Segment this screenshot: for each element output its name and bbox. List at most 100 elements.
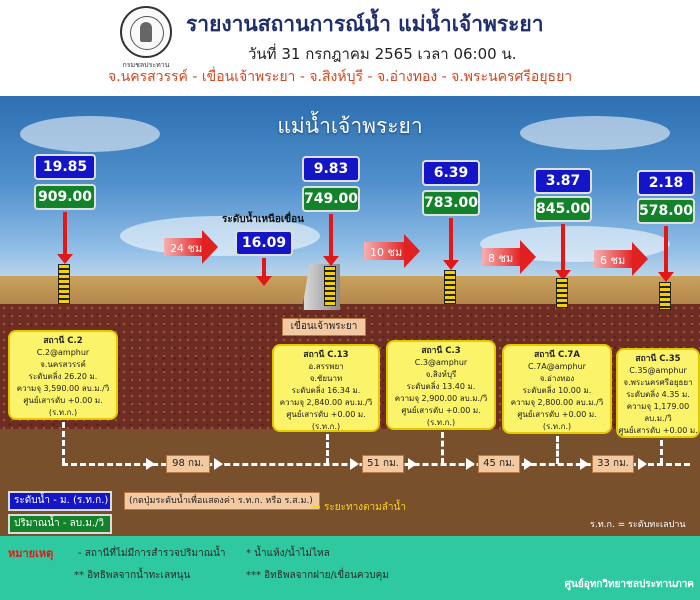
arrow-right-icon	[638, 458, 647, 470]
station-card-c7a[interactable]: สถานี C.7A C.7A@amphur จ.อ่างทอง ระดับตล…	[502, 344, 612, 434]
down-arrow-icon	[256, 258, 272, 286]
datum-note: ร.ท.ก. = ระดับทะเลปาน	[590, 520, 686, 530]
arrow-right-icon	[146, 458, 155, 470]
arrow-right-icon	[350, 458, 359, 470]
station-code: C.3@amphur	[414, 358, 468, 367]
travel-time-label: 6 ชม	[600, 254, 626, 267]
legend-flow: ปริมาณน้ำ - ลบ.ม./วิ	[8, 514, 112, 534]
arrow-right-icon	[214, 458, 223, 470]
station-name: สถานี C.13	[303, 350, 349, 360]
travel-time-arrow-2: 10 ชม	[364, 234, 420, 268]
cloud-icon	[20, 116, 160, 152]
distance-label: 51 กม.	[362, 455, 404, 473]
station-capacity: ความจุ 3,590.00 ลบ.ม./วิ	[16, 384, 110, 393]
station-house-icon	[648, 294, 682, 316]
station-datum: ศูนย์เสารดับ +0.00 ม.(ร.ท.ก.)	[618, 426, 698, 435]
travel-time-label: 8 ชม	[488, 252, 514, 265]
arrow-right-icon	[520, 240, 536, 274]
station-province: จ.พระนครศรีอยุธยา	[623, 378, 693, 387]
station-datum: ศูนย์เสารดับ +0.00 ม.(ร.ท.ก.)	[286, 410, 366, 431]
station-code: C.35@amphur	[629, 366, 687, 375]
ground-layer	[0, 429, 700, 536]
station-province: จ.นครสวรรค์	[40, 360, 86, 369]
report-header: กรมชลประทาน รายงานสถานการณ์น้ำ แม่น้ำเจ้…	[0, 0, 700, 96]
legend-note: (กดปุ่มระดับน้ำเพื่อแสดงค่า ร.ท.ก. หรือ …	[124, 492, 320, 510]
remark-weir: *** อิทธิพลจากฝาย/เขื่อนควบคุม	[246, 570, 389, 581]
station-capacity: ความจุ 2,840.00 ลบ.ม./วิ	[279, 398, 373, 407]
station-name: สถานี C.2	[43, 336, 83, 346]
down-arrow-icon	[323, 214, 339, 266]
water-gauge-icon	[659, 282, 671, 310]
station-name: สถานี C.7A	[534, 350, 580, 360]
flow-value-c13: 749.00	[302, 186, 360, 212]
arrow-right-icon	[202, 230, 218, 264]
land-surface	[0, 276, 700, 306]
water-gauge-icon	[58, 264, 70, 304]
legend-level-button[interactable]: ระดับน้ำ - ม. (ร.ท.ก.)	[8, 491, 112, 511]
flow-value-c2: 909.00	[34, 184, 96, 210]
remark-dry: * น้ำแห้ง/น้ำไม่ไหล	[246, 548, 330, 559]
logo-caption: กรมชลประทาน	[122, 61, 170, 69]
river-title: แม่น้ำเจ้าพระยา	[277, 114, 423, 138]
station-name: สถานี C.35	[635, 354, 681, 364]
station-capacity: ความจุ 1,179.00 ลบ.ม./วิ	[626, 402, 690, 423]
water-gauge-icon	[556, 278, 568, 308]
down-arrow-icon	[57, 212, 73, 264]
arrow-right-icon	[580, 458, 589, 470]
arrow-right-icon	[404, 234, 420, 268]
station-bank-level: ระดับตลิ่ง 26.20 ม.	[28, 372, 98, 381]
water-level-button-c7a[interactable]: 3.87	[534, 168, 592, 194]
station-province: จ.อ่างทอง	[539, 374, 575, 383]
station-province: จ.ชัยนาท	[309, 374, 343, 383]
travel-time-label: 10 ชม	[370, 246, 403, 259]
water-level-button-c35[interactable]: 2.18	[637, 170, 695, 196]
water-level-button-c2[interactable]: 19.85	[34, 154, 96, 180]
arrow-right-icon	[524, 458, 533, 470]
distance-legend-icon	[312, 506, 320, 508]
distance-label: 98 กม.	[166, 455, 210, 473]
upstream-level-label: ระดับน้ำเหนือเขื่อน	[222, 214, 304, 225]
flow-value-c35: 578.00	[637, 198, 695, 224]
station-datum: ศูนย์เสารดับ +0.00 ม.(ร.ท.ก.)	[401, 406, 481, 427]
station-bank-level: ระดับตลิ่ง 16.34 ม.	[291, 386, 361, 395]
station-card-c2[interactable]: สถานี C.2 C.2@amphur จ.นครสวรรค์ ระดับตล…	[8, 330, 118, 420]
water-level-button-c3[interactable]: 6.39	[422, 160, 480, 186]
down-arrow-icon	[555, 224, 571, 280]
water-level-button-c13[interactable]: 9.83	[302, 156, 360, 182]
station-code: C.2@amphur	[36, 348, 90, 357]
station-code: C.7A@amphur	[528, 362, 586, 371]
credit-label: ศูนย์อุทกวิทยาชลประทานภาค	[564, 579, 694, 590]
distance-label: 33 กม.	[592, 455, 634, 473]
distance-connector	[326, 434, 329, 464]
arrow-right-icon	[632, 242, 648, 276]
station-bank-level: ระดับตลิ่ง 10.00 ม.	[522, 386, 592, 395]
travel-time-arrow-1: 24 ชม	[164, 230, 218, 264]
station-card-c35[interactable]: สถานี C.35 C.35@amphur จ.พระนครศรีอยุธยา…	[616, 348, 700, 438]
distance-connector	[660, 440, 663, 464]
upstream-level-button[interactable]: 16.09	[235, 230, 293, 256]
down-arrow-icon	[658, 226, 674, 282]
report-title: รายงานสถานการณ์น้ำ แม่น้ำเจ้าพระยา	[186, 12, 544, 36]
province-route: จ.นครสวรรค์ - เขื่อนเจ้าพระยา - จ.สิงห์บ…	[108, 69, 573, 85]
station-card-c13[interactable]: สถานี C.13 อ.สรรพยา จ.ชัยนาท ระดับตลิ่ง …	[272, 344, 380, 432]
distance-legend-label: ระยะทางตามลำน้ำ	[324, 502, 406, 513]
water-gauge-icon	[444, 270, 456, 304]
station-province: จ.สิงห์บุรี	[425, 370, 457, 379]
travel-time-arrow-3: 8 ชม	[482, 240, 536, 274]
flow-value-c3: 783.00	[422, 190, 480, 216]
river-diagram: แม่น้ำเจ้าพระยา 19.85 909.00 24 ชม ระดับ…	[0, 96, 700, 536]
distance-connector	[62, 422, 65, 464]
remark-tide: ** อิทธิพลจากน้ำทะเลหนุน	[74, 570, 191, 581]
station-capacity: ความจุ 2,900.00 ลบ.ม./วิ	[394, 394, 488, 403]
arrow-right-icon	[408, 458, 417, 470]
travel-time-label: 24 ชม	[170, 242, 203, 255]
remarks-footer: หมายเหตุ - สถานีที่ไม่มีการสำรวจปริมาณน้…	[0, 536, 700, 600]
station-house-icon	[545, 292, 579, 314]
dam-label: เขื่อนเจ้าพระยา	[282, 318, 366, 336]
distance-label: 45 กม.	[478, 455, 520, 473]
station-house-icon	[436, 288, 470, 310]
flow-value-c7a: 845.00	[534, 196, 592, 222]
station-card-c3[interactable]: สถานี C.3 C.3@amphur จ.สิงห์บุรี ระดับตล…	[386, 340, 496, 430]
water-gauge-icon	[324, 266, 336, 306]
rid-logo-icon	[120, 6, 172, 58]
